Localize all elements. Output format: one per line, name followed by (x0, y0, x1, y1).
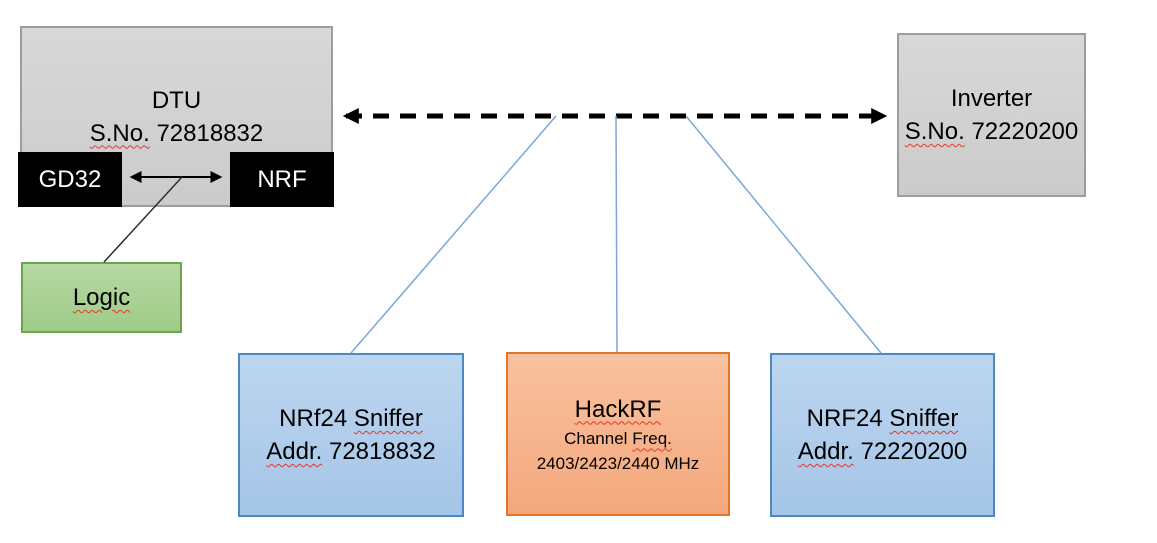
hackrf-channel-word: Channel (564, 428, 628, 448)
nrf-label: NRF (257, 166, 307, 193)
dtu-title: DTU (151, 86, 202, 114)
hackrf-title: HackRF (574, 395, 662, 423)
inverter-title: Inverter (950, 85, 1033, 112)
logic-node: Logic (21, 262, 182, 333)
sniffer-right-addr-line: Addr. 72220200 (798, 435, 968, 468)
sniffer-left-addr: 72818832 (328, 438, 436, 465)
gd32-chip: GD32 (18, 152, 122, 207)
sniffer-left-title: NRf24 Sniffer (279, 402, 423, 435)
hackrf-channel-line: Channel Freq. (564, 426, 672, 451)
sniffer-right-role: Sniffer (889, 405, 959, 432)
sniffer-left-role: Sniffer (353, 405, 423, 432)
inverter-serial-label: S.No. (904, 118, 965, 145)
sniffer-left-addr-label: Addr. (266, 438, 323, 465)
gd32-label: GD32 (38, 166, 102, 193)
dtu-serial-line: S.No. 72818832 (90, 117, 263, 150)
sniffer-left-device: NRf24 (279, 405, 348, 432)
hackrf-frequencies: 2403/2423/2440 MHz (536, 453, 700, 473)
hackrf-node: HackRF Channel Freq. 2403/2423/2440 MHz (506, 352, 730, 516)
inverter-serial-number: 72220200 (971, 118, 1079, 145)
tap-line-sniffer-left (350, 115, 557, 354)
sniffer-right-addr: 72220200 (860, 438, 968, 465)
hackrf-freq-word: Freq. (632, 428, 672, 448)
nrf24-sniffer-right-node: NRF24 Sniffer Addr. 72220200 (770, 353, 995, 517)
tap-line-sniffer-right (685, 115, 882, 354)
dtu-serial-number: 72818832 (156, 119, 264, 147)
inverter-node: Inverter S.No. 72220200 (897, 33, 1086, 197)
sniffer-right-device: NRF24 (806, 405, 883, 432)
sniffer-right-addr-label: Addr. (797, 438, 854, 465)
dtu-serial-label: S.No. (89, 119, 150, 147)
nrf-chip: NRF (230, 152, 334, 207)
nrf24-sniffer-left-node: NRf24 Sniffer Addr. 72818832 (238, 353, 464, 517)
sniffer-left-addr-line: Addr. 72818832 (266, 435, 436, 468)
logic-label: Logic (72, 284, 131, 311)
sniffer-right-title: NRF24 Sniffer (807, 402, 959, 435)
inverter-serial-line: S.No. 72220200 (905, 115, 1078, 148)
tap-line-hackrf (615, 115, 618, 353)
